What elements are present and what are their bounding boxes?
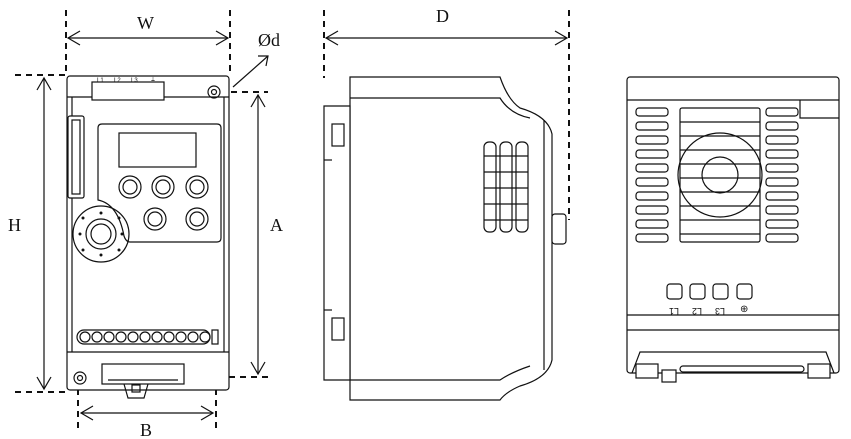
mount-hole-bottom bbox=[73, 371, 87, 385]
side-housing bbox=[349, 76, 553, 401]
h-label: H bbox=[8, 215, 21, 235]
keypad-buttons bbox=[118, 175, 209, 231]
mount-hole-top bbox=[207, 85, 221, 99]
top-terminal-block bbox=[91, 81, 165, 101]
bottom-terminal-l3: L3 bbox=[715, 306, 725, 316]
side-view: D bbox=[323, 6, 570, 401]
side-rear-plate bbox=[323, 105, 351, 381]
b-label: B bbox=[140, 420, 152, 439]
top-terminal-ground: ⏚ bbox=[150, 77, 156, 84]
control-terminal-row bbox=[76, 329, 219, 345]
diameter-leader bbox=[232, 55, 269, 88]
d-label: D bbox=[436, 6, 449, 26]
bottom-terminal-ground: ⊕ bbox=[740, 304, 748, 315]
bottom-terminal-openings bbox=[666, 283, 753, 300]
front-view: W Ød H A B L1 bbox=[8, 10, 283, 439]
bottom-terminal-l2: L2 bbox=[692, 306, 702, 316]
side-knob bbox=[551, 213, 567, 245]
side-vents bbox=[483, 141, 529, 233]
bottom-view: L1 L2 L3 ⊕ bbox=[626, 76, 840, 383]
top-terminal-l2: L2 bbox=[114, 78, 121, 84]
a-label: A bbox=[270, 215, 283, 235]
diameter-label: Ød bbox=[258, 30, 280, 50]
display-window bbox=[118, 132, 197, 168]
w-label: W bbox=[137, 13, 154, 33]
bottom-terminal-block bbox=[101, 363, 185, 385]
din-clip bbox=[123, 383, 149, 399]
bottom-connector-strip bbox=[635, 363, 831, 383]
top-terminal-l1: L1 bbox=[97, 78, 104, 84]
front-side-slot bbox=[67, 115, 85, 199]
top-terminal-l3: L3 bbox=[131, 78, 138, 84]
bottom-terminal-l1: L1 bbox=[669, 306, 679, 316]
potentiometer-knob bbox=[72, 205, 130, 263]
bottom-vents bbox=[635, 107, 799, 243]
